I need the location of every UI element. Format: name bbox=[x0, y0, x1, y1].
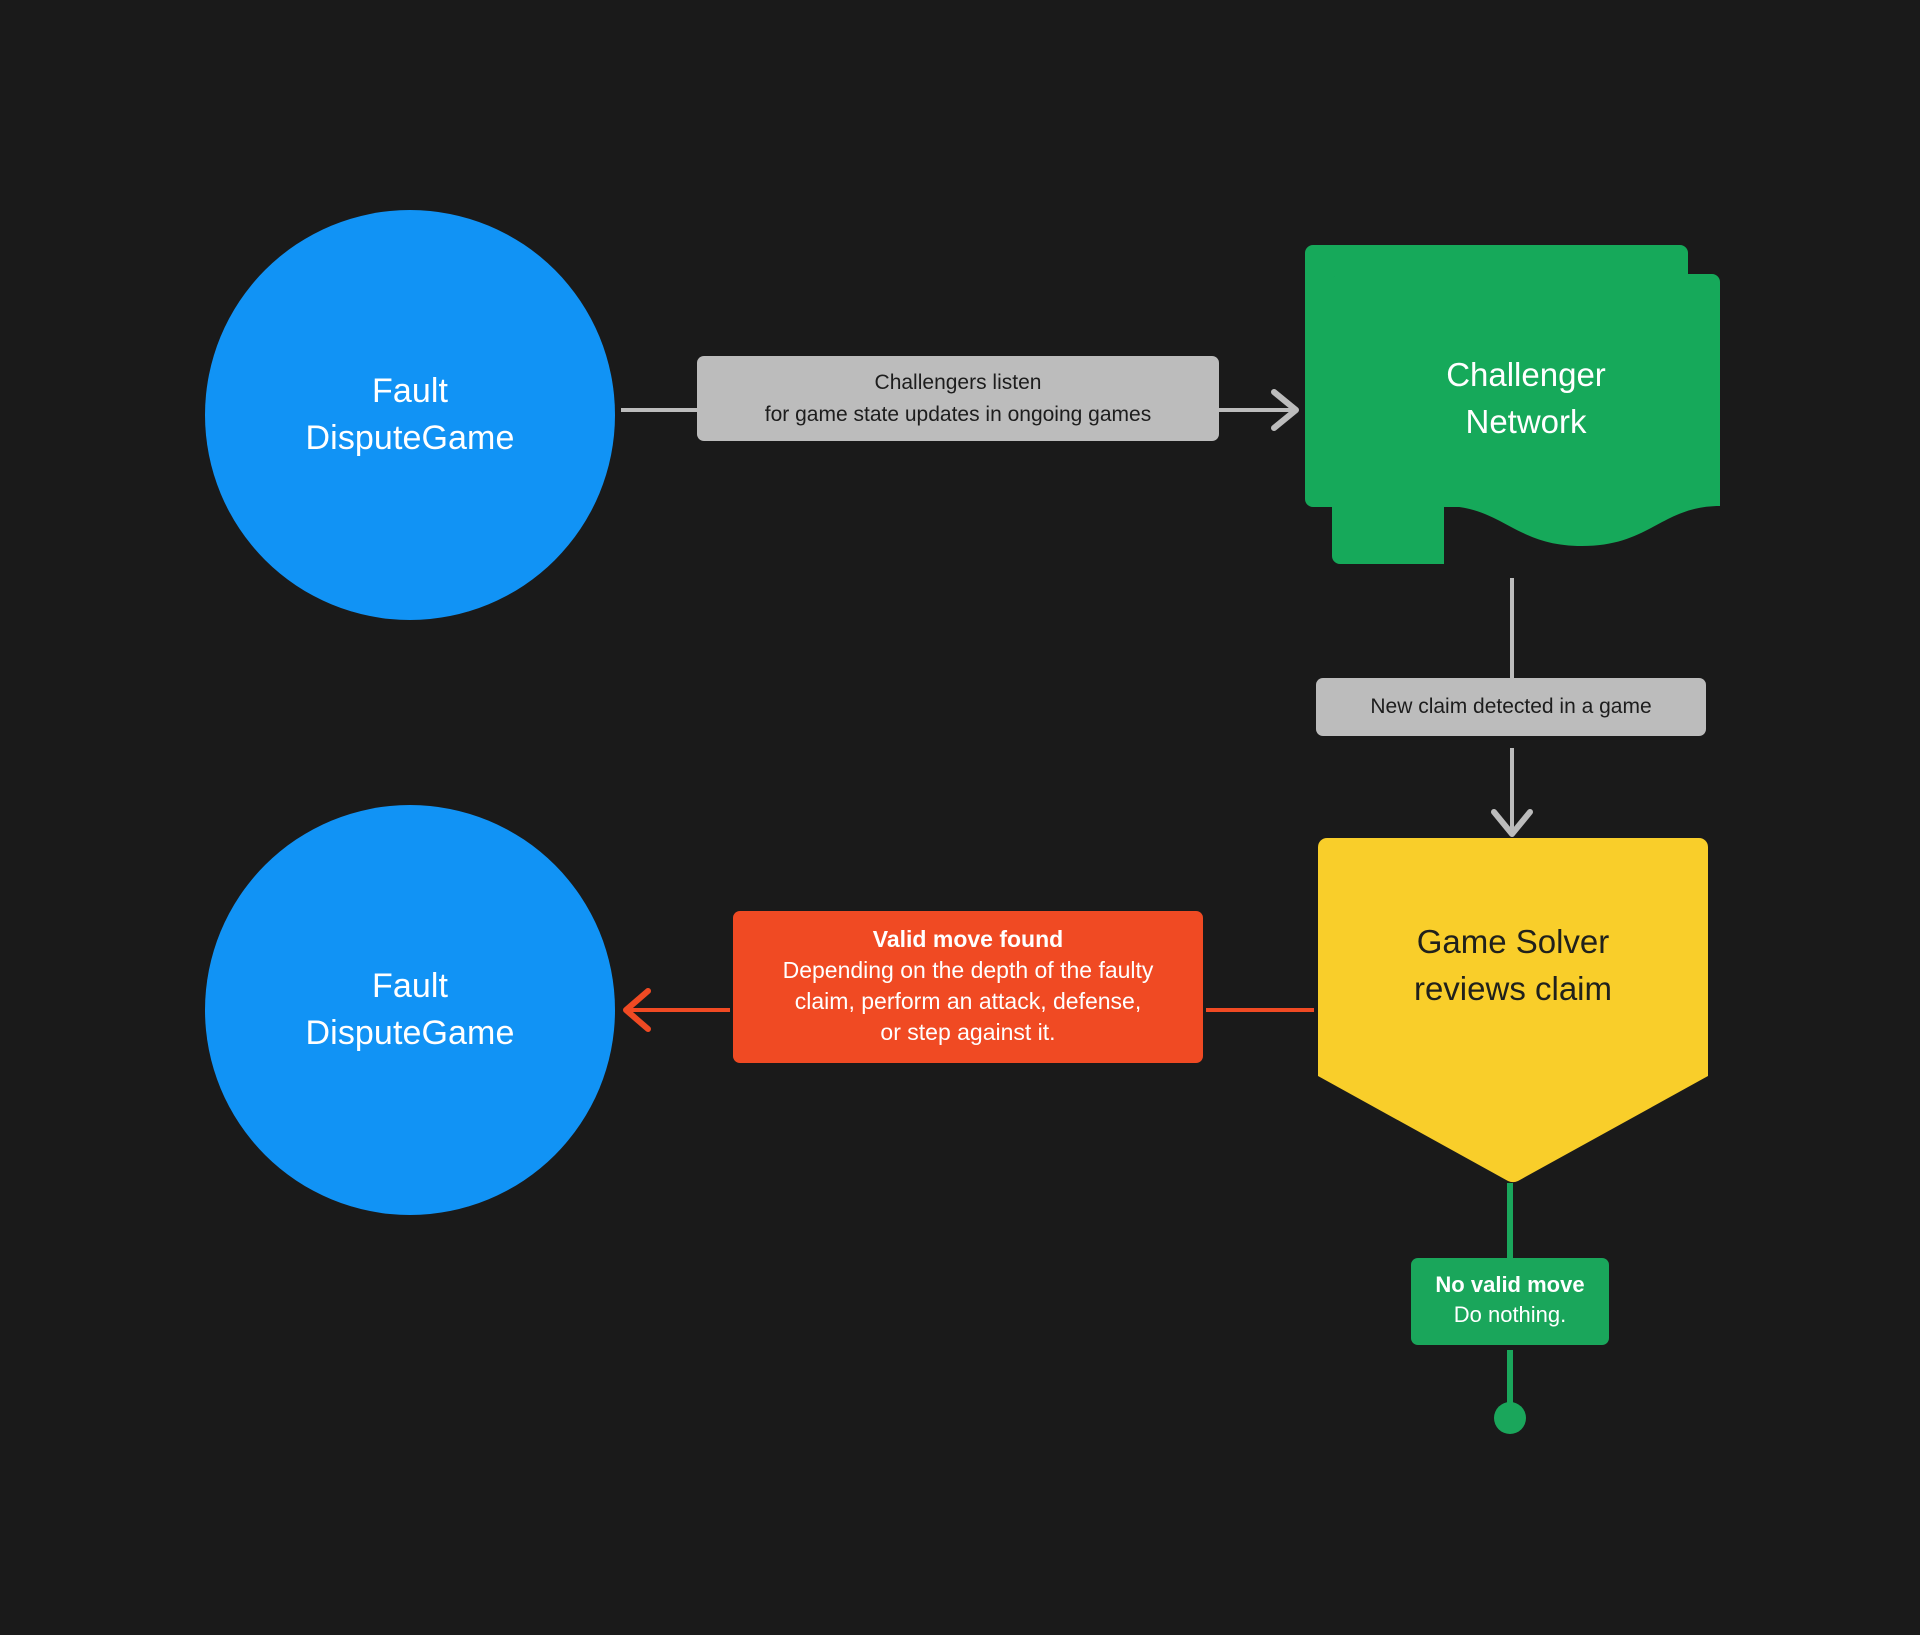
node-label-line2: DisputeGame bbox=[305, 419, 515, 457]
node-challenger-network[interactable]: Challenger Network bbox=[1305, 245, 1720, 565]
node-label-line2: DisputeGame bbox=[305, 1014, 515, 1052]
node-label-line1: Challenger bbox=[1446, 356, 1606, 394]
edge-label-line1: Depending on the depth of the faulty bbox=[782, 957, 1154, 984]
edge-label-line2: for game state updates in ongoing games bbox=[764, 402, 1152, 426]
edge-label-line1: New claim detected in a game bbox=[1370, 695, 1652, 718]
node-label-line2: reviews claim bbox=[1413, 969, 1613, 1007]
node-fault-dispute-game-bottom[interactable]: Fault DisputeGame bbox=[205, 805, 615, 1215]
edge-label-line3: or step against it. bbox=[880, 1019, 1056, 1046]
edge-label-title: No valid move bbox=[1435, 1272, 1585, 1297]
node-label-line1: Fault bbox=[371, 372, 449, 411]
node-fault-dispute-game-top[interactable]: Fault DisputeGame bbox=[205, 210, 615, 620]
node-label-line2: Network bbox=[1465, 403, 1587, 440]
edge-label-line1: Do nothing. bbox=[1453, 1302, 1567, 1328]
edge-label-new-claim-detected: New claim detected in a game bbox=[1316, 678, 1706, 736]
edge-label-line2: claim, perform an attack, defense, bbox=[794, 988, 1142, 1015]
node-label-line1: Game Solver bbox=[1416, 922, 1610, 960]
node-label-line1: Fault bbox=[371, 967, 449, 1006]
node-game-solver-label: Game Solver reviews claim bbox=[1318, 838, 1708, 1093]
node-game-solver[interactable]: Game Solver reviews claim bbox=[1318, 838, 1708, 1183]
edge-label-challengers-listen: Challengers listen for game state update… bbox=[697, 356, 1219, 441]
edge-label-no-valid-move: No valid move Do nothing. bbox=[1411, 1258, 1609, 1345]
edge-label-line1: Challengers listen bbox=[874, 371, 1042, 394]
edge-label-valid-move-found: Valid move found Depending on the depth … bbox=[733, 911, 1203, 1064]
node-challenger-network-label: Challenger Network bbox=[1332, 274, 1720, 524]
document-stack-front-sheet bbox=[1332, 274, 1720, 564]
terminal-dot bbox=[1494, 1402, 1526, 1434]
edge-label-title: Valid move found bbox=[872, 926, 1064, 952]
